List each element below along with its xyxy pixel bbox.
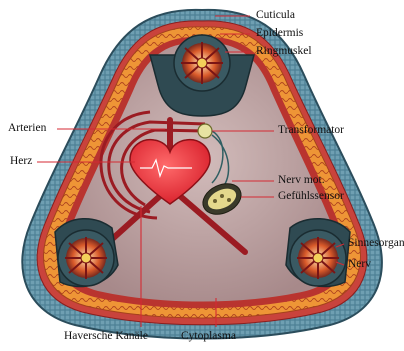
label-cytoplasma: Cytoplasma (181, 331, 236, 343)
label-epidermis: Epidermis (256, 28, 303, 40)
label-arterien: Arterien (8, 123, 46, 135)
label-cuticula: Cuticula (256, 10, 295, 22)
label-nerv-mot: Nerv mot. (278, 175, 325, 187)
transformator (198, 124, 212, 138)
label-nerv: Nerv (348, 259, 371, 271)
sinnesorgan-right (286, 219, 350, 287)
label-herz: Herz (10, 156, 32, 168)
label-sinnesorgan: Sinnesorgan (348, 238, 404, 250)
label-transformator: Transformator (278, 125, 344, 137)
sinnesorgan-left (55, 219, 118, 287)
label-ringmuskel: Ringmuskel (256, 46, 312, 58)
label-gefuehlssensor: Gefühlssensor (278, 191, 344, 203)
label-haversche-kanaele: Haversche Kanäle (64, 331, 148, 343)
